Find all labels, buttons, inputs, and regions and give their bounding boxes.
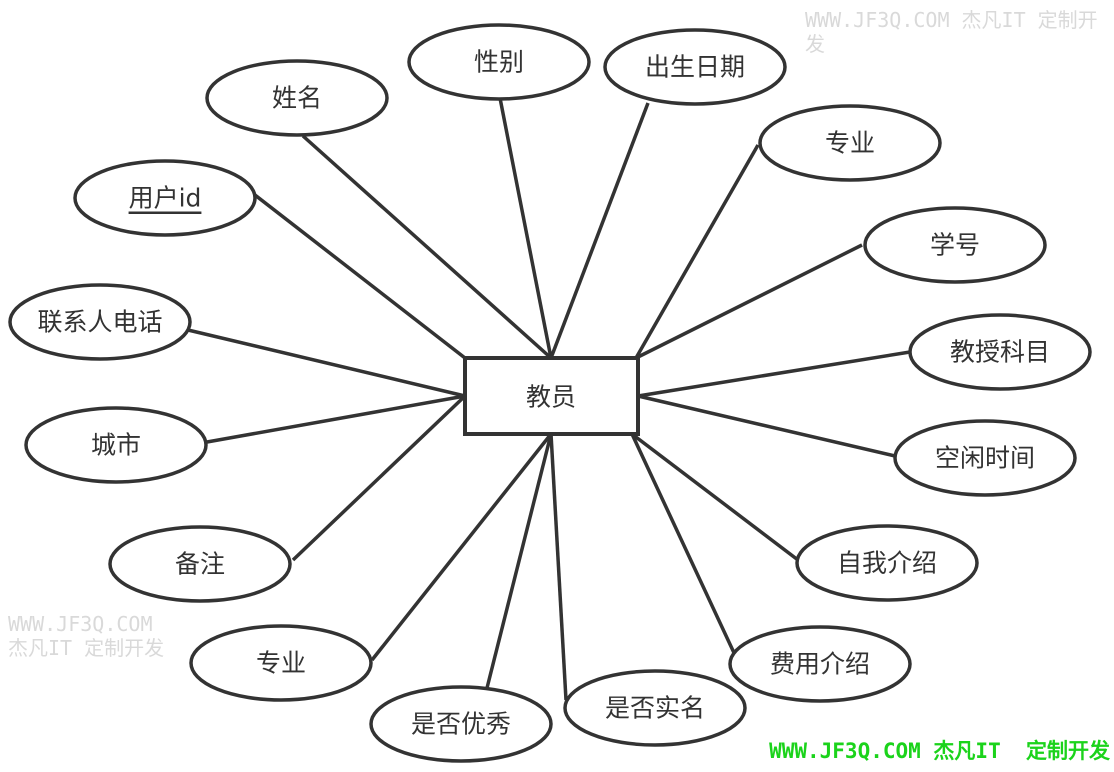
- connector-line: [637, 394, 896, 458]
- attribute-node[interactable]: 专业: [758, 104, 942, 182]
- attribute-label: 专业: [825, 129, 875, 158]
- attribute-label: 空闲时间: [935, 444, 1035, 473]
- connector-line: [187, 328, 466, 398]
- attribute-ellipse: [189, 624, 373, 702]
- connector-line: [301, 134, 553, 360]
- connector-line: [253, 193, 467, 360]
- connector-line: [630, 432, 800, 562]
- attribute-node[interactable]: 出生日期: [603, 28, 787, 106]
- attribute-node[interactable]: 用户id: [73, 159, 257, 237]
- attribute-ellipse: [908, 313, 1092, 391]
- attribute-ellipse: [24, 406, 208, 484]
- attribute-label: 学号: [930, 231, 980, 260]
- entity-label: 教员: [526, 383, 576, 412]
- connector-line: [206, 394, 466, 444]
- connector-line: [549, 433, 568, 701]
- connector-line: [549, 102, 650, 359]
- attribute-ellipse: [73, 159, 257, 237]
- attribute-ellipse: [603, 28, 787, 106]
- attribute-node[interactable]: 自我介绍: [795, 524, 979, 602]
- connector-line: [634, 144, 760, 359]
- connector-line: [630, 433, 737, 656]
- attribute-node[interactable]: 备注: [108, 525, 292, 603]
- attribute-node[interactable]: 联系人电话: [8, 283, 192, 361]
- attribute-ellipse: [205, 59, 389, 137]
- attribute-ellipse: [8, 283, 192, 361]
- attribute-ellipse: [369, 685, 553, 763]
- connector-line: [370, 432, 553, 662]
- connector-line: [498, 97, 553, 359]
- connector-line: [485, 433, 553, 689]
- attribute-ellipse: [893, 419, 1077, 497]
- attribute-node[interactable]: 专业: [189, 624, 373, 702]
- attribute-node[interactable]: 姓名: [205, 59, 389, 137]
- attribute-node[interactable]: 空闲时间: [893, 419, 1077, 497]
- attribute-node[interactable]: 学号: [863, 206, 1047, 284]
- footer-watermark: WWW.JF3Q.COM 杰凡IT 定制开发: [769, 739, 1110, 763]
- attribute-label: 费用介绍: [770, 650, 870, 679]
- connector-line: [635, 243, 863, 360]
- attribute-label: 城市: [91, 431, 141, 460]
- attribute-label: 专业: [256, 649, 306, 678]
- attribute-ellipse: [758, 104, 942, 182]
- attribute-label: 性别: [474, 48, 524, 77]
- attribute-label: 是否优秀: [411, 710, 511, 739]
- attribute-label: 是否实名: [605, 694, 705, 723]
- attribute-node[interactable]: 是否实名: [563, 669, 747, 747]
- attribute-label: 备注: [175, 550, 225, 579]
- attribute-ellipse: [795, 524, 979, 602]
- connector-lines: [187, 97, 911, 701]
- attribute-ellipse: [863, 206, 1047, 284]
- attribute-ellipse: [108, 525, 292, 603]
- connector-line: [637, 350, 911, 398]
- attribute-label: 自我介绍: [837, 549, 937, 578]
- connector-line: [291, 394, 467, 562]
- attribute-label: 姓名: [272, 84, 322, 113]
- attribute-node[interactable]: 教授科目: [908, 313, 1092, 391]
- attribute-node[interactable]: 是否优秀: [369, 685, 553, 763]
- watermark-text: WWW.JF3Q.COM 杰凡IT 定制开发: [8, 612, 165, 660]
- entity-box[interactable]: 教员: [463, 356, 640, 436]
- attribute-label: 教授科目: [950, 338, 1050, 367]
- attribute-node[interactable]: 城市: [24, 406, 208, 484]
- attribute-label: 出生日期: [645, 53, 745, 82]
- attribute-ellipse: [407, 23, 591, 101]
- attribute-ellipse: [728, 625, 912, 703]
- watermark-text: WWW.JF3Q.COM 杰凡IT 定制开发: [805, 8, 1098, 56]
- attribute-node[interactable]: 性别: [407, 23, 591, 101]
- attribute-label: 用户id: [129, 184, 202, 213]
- attribute-label: 联系人电话: [37, 308, 162, 337]
- attribute-ellipse: [563, 669, 747, 747]
- attribute-node[interactable]: 费用介绍: [728, 625, 912, 703]
